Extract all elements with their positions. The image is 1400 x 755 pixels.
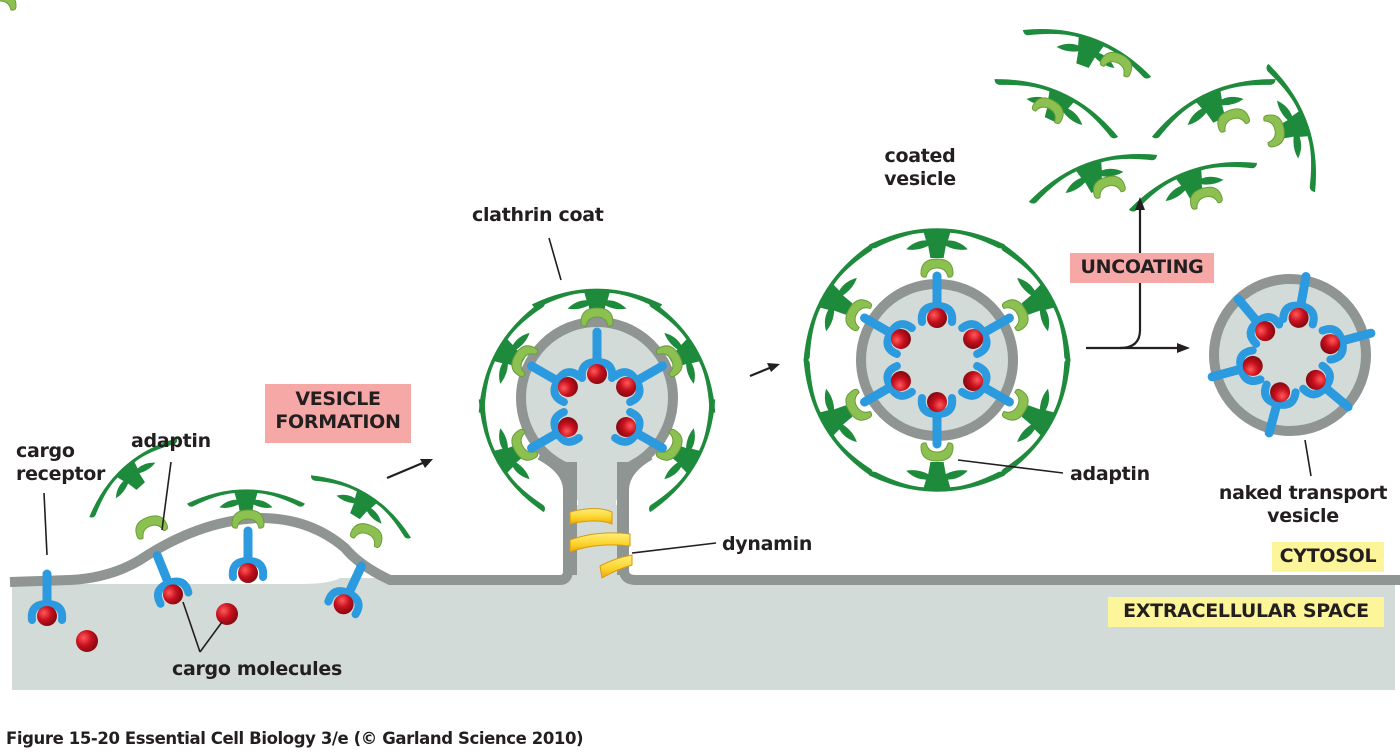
region-label-cytosol: CYTOSOL	[1272, 542, 1384, 572]
step-vesicle-formation: VESICLE FORMATION	[265, 384, 411, 443]
arrow-head	[1177, 343, 1190, 353]
label-cargo-receptor: cargo receptor	[16, 440, 105, 486]
released-coat-proteins	[0, 0, 1331, 222]
coated-pit	[32, 427, 419, 652]
adaptin-protein	[231, 509, 265, 529]
coated-vesicle	[789, 228, 1085, 492]
cargo-receptor	[233, 531, 263, 583]
label-line: VESICLE	[295, 388, 381, 410]
arrow-head	[420, 459, 433, 468]
label-adaptin-left: adaptin	[131, 430, 211, 452]
process-arrows	[386, 197, 1190, 480]
label-adaptin-right: adaptin	[1070, 463, 1150, 485]
plasma-membrane	[9, 450, 1400, 587]
region-label-extracellular-space: EXTRACELLULAR SPACE	[1108, 597, 1384, 627]
figure-caption: Figure 15-20 Essential Cell Biology 3/e …	[6, 729, 584, 748]
step-uncoating: UNCOATING	[1070, 253, 1214, 283]
label-line: cargo	[16, 440, 75, 462]
free-cargo-molecule	[76, 630, 98, 652]
label-cargo-molecules: cargo molecules	[172, 658, 342, 680]
label-line: vesicle	[1267, 505, 1339, 527]
adaptin-protein	[348, 519, 387, 549]
arrow-to-coated-vesicle	[749, 365, 773, 378]
naked-transport-vesicle	[1208, 274, 1375, 437]
budding-vesicle	[465, 288, 729, 580]
arrow-head	[1135, 197, 1145, 210]
extracellular-space-region	[12, 505, 1395, 690]
label-naked-transport-vesicle: naked transport vesicle	[1205, 482, 1400, 528]
arrow-head	[767, 363, 780, 372]
free-cargo-molecule	[216, 603, 238, 625]
label-coated-vesicle: coated vesicle	[870, 145, 970, 191]
label-line: vesicle	[884, 168, 956, 190]
dynamin-helix	[569, 508, 633, 579]
label-line: receptor	[16, 463, 106, 485]
label-line: coated	[884, 145, 956, 167]
label-line: naked transport	[1218, 482, 1388, 504]
label-line: FORMATION	[275, 411, 401, 433]
leader-lines	[43, 237, 1312, 653]
label-dynamin: dynamin	[722, 533, 813, 555]
label-clathrin-coat: clathrin coat	[472, 204, 604, 226]
arrow-to-budding-vesicle	[386, 460, 426, 480]
